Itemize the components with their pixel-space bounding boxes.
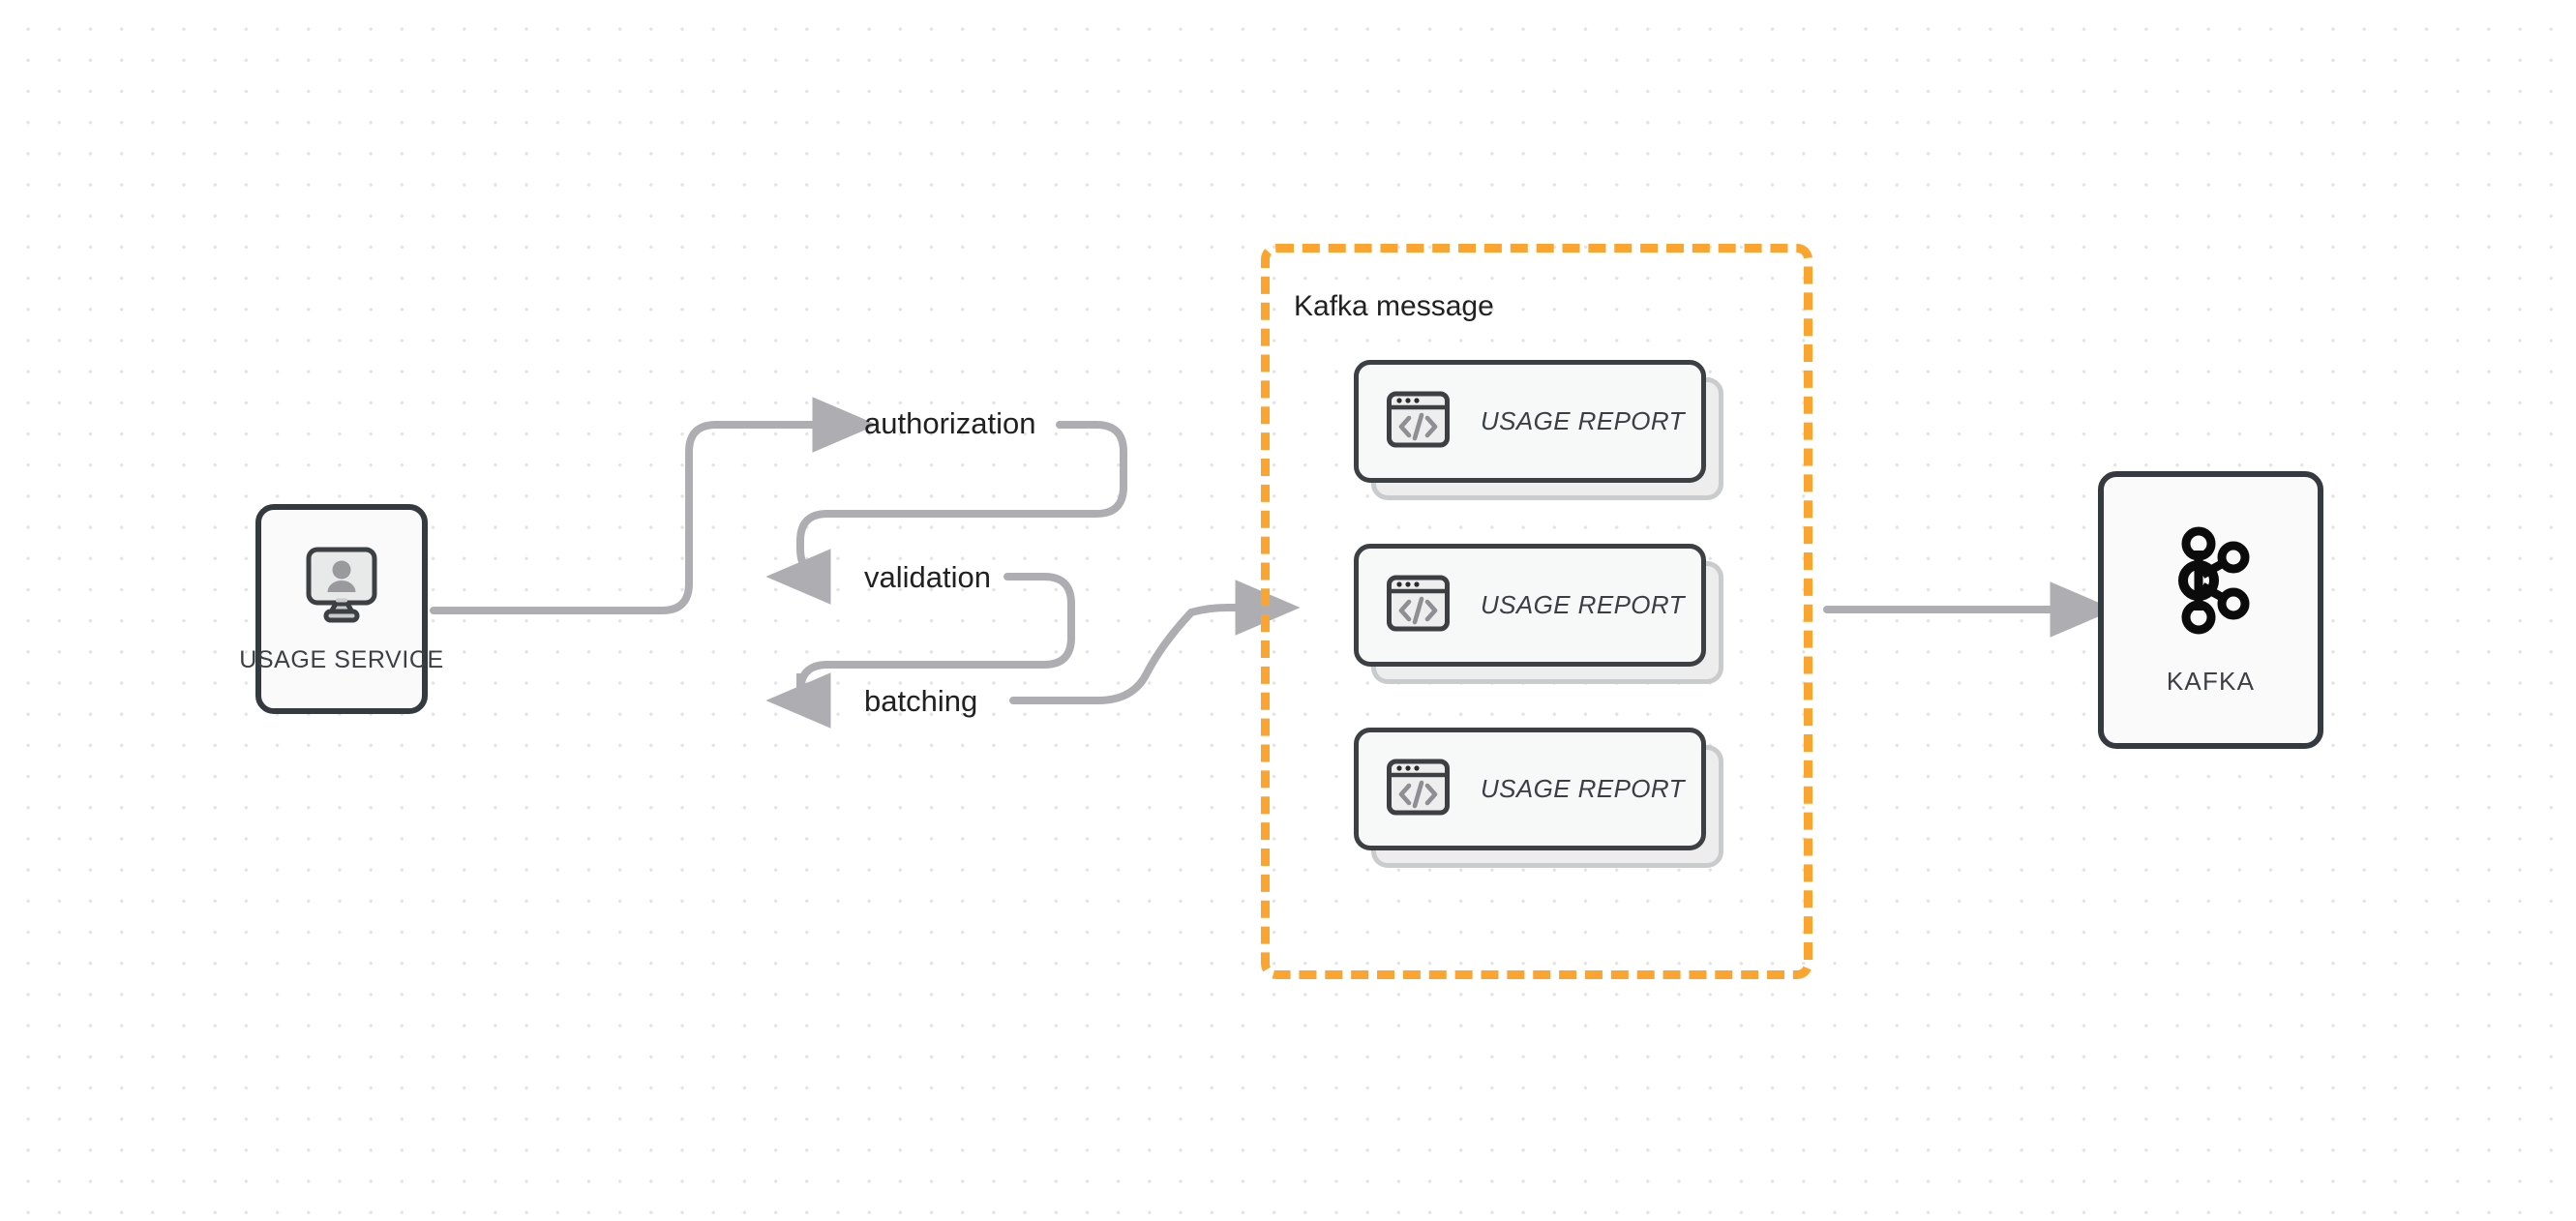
edge-authorization-to-validation (765, 421, 1127, 605)
code-window-icon (1386, 387, 1451, 457)
node-kafka[interactable]: KAFKA (2098, 471, 2323, 749)
group-kafka-message-title: Kafka message (1294, 290, 1494, 322)
edge-usage-service-to-authorization (430, 397, 878, 614)
edge-batching-to-kafka-message (1009, 580, 1301, 704)
card-front: USAGE REPORT (1354, 360, 1706, 483)
card-front: USAGE REPORT (1354, 728, 1706, 850)
edge-validation-to-batching (765, 573, 1075, 729)
usage-report-card[interactable]: USAGE REPORT (1354, 360, 1723, 500)
flow-step-batching: batching (864, 684, 978, 718)
code-window-icon (1386, 571, 1451, 640)
monitor-user-icon (298, 545, 385, 631)
usage-report-card[interactable]: USAGE REPORT (1354, 544, 1723, 684)
usage-report-card[interactable]: USAGE REPORT (1354, 728, 1723, 868)
usage-report-label: USAGE REPORT (1481, 590, 1685, 619)
node-usage-service[interactable]: USAGE SERVICE (239, 504, 443, 714)
code-window-icon (1386, 755, 1451, 824)
usage-report-label: USAGE REPORT (1481, 406, 1685, 435)
flow-step-validation: validation (864, 560, 991, 594)
kafka-logo-icon (2168, 524, 2255, 641)
card-front: USAGE REPORT (1354, 544, 1706, 667)
usage-report-label: USAGE REPORT (1481, 774, 1685, 803)
node-kafka-label: KAFKA (2166, 666, 2256, 696)
node-usage-service-label: USAGE SERVICE (239, 645, 444, 673)
flow-step-authorization: authorization (864, 406, 1036, 440)
